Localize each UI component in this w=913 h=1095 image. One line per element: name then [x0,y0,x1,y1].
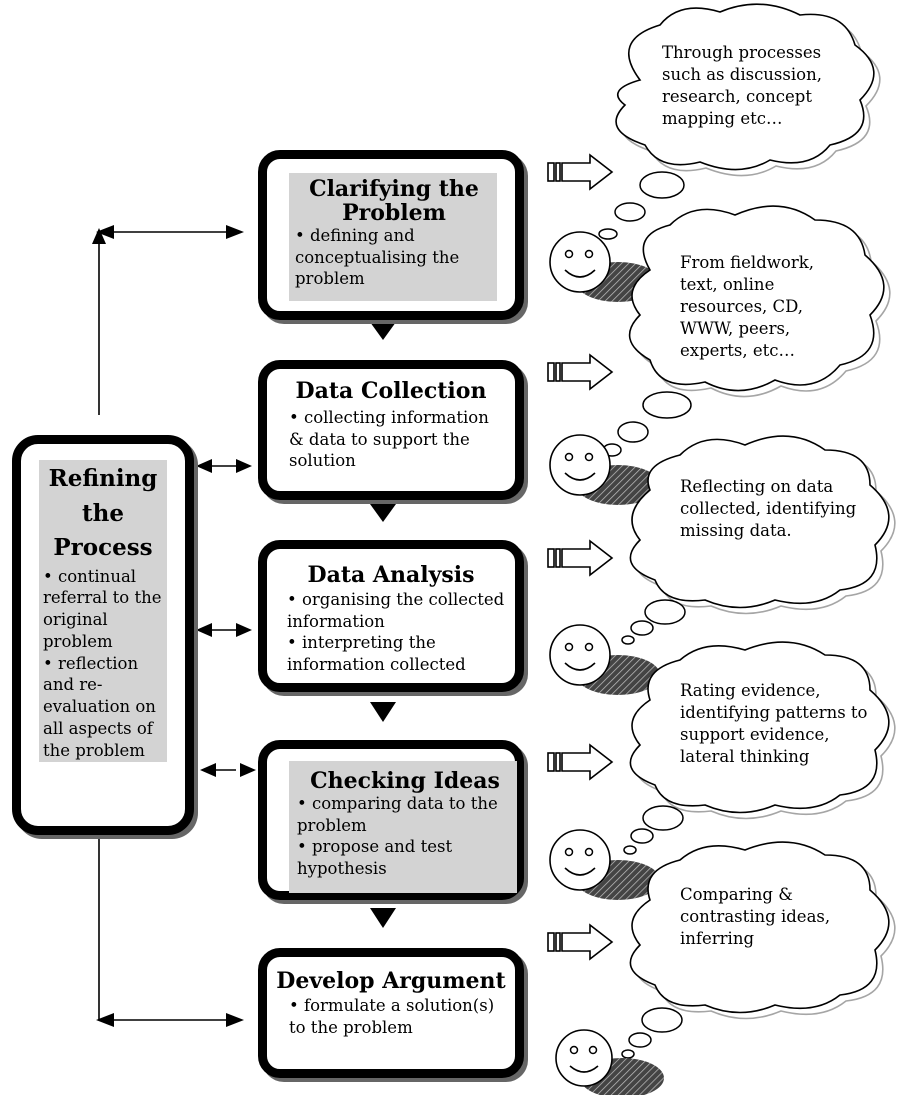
arrow-heads [92,225,256,1027]
stage-bullet: • formulate a solution(s) to the problem [289,996,495,1037]
stage-panel: Clarifying the Problem • defining and co… [289,173,497,301]
thought-text: Rating evidence, identifying patterns to… [680,681,868,767]
stage-bullet: • propose and test hypothesis [297,837,453,878]
stage-bullet: • defining and conceptualising the probl… [295,226,460,289]
refining-title-line1: Refining [48,465,158,492]
thought-cloud [621,841,896,1059]
stage-box-data-collection: Data Collection • collecting information… [258,360,524,500]
smiley-face-icon [549,434,660,505]
left-feedback-lines [98,231,236,1021]
stage-bullet: • organising the collected information [287,590,505,631]
stage-box-data-analysis: Data Analysis • organising the collected… [258,540,524,692]
stage-title: Develop Argument [276,968,506,994]
refining-title-line2: the [82,499,124,527]
stage-title: Clarifying the Problem [309,176,479,227]
stage-box-checking-ideas: Checking Ideas • comparing data to the p… [258,740,524,900]
smiley-face-icon [555,1029,664,1095]
stage-down-arrows [370,322,396,928]
refining-title-line3: Process [53,534,153,561]
thought-text: From fieldwork, text, online resources, … [680,253,814,361]
stage-bullet: • collecting information & data to suppo… [289,408,489,471]
stage-bullet: • comparing data to the problem [297,794,498,835]
refining-bullet: • continual referral to the original pro… [43,566,162,651]
stage-title: Checking Ideas [310,768,500,794]
smiley-face-icon [549,624,660,695]
thought-text: Reflecting on data collected, identifyin… [680,477,857,541]
stage-box-develop-argument: Develop Argument • formulate a solution(… [258,948,524,1078]
thought-cloud [623,641,896,855]
stage-title: Data Analysis [307,562,475,588]
thought-cloud [602,205,891,457]
stage-bullet: • interpreting the information collected [287,633,466,674]
refining-panel: Refining the Process • continual referra… [39,460,167,762]
block-arrows [547,153,614,961]
refining-bullet: • reflection and re-evaluation on all as… [43,653,156,760]
stage-panel: Checking Ideas • comparing data to the p… [289,761,517,893]
thought-text: Comparing & contrasting ideas, inferring [680,885,831,949]
stage-title: Data Collection [295,378,487,404]
stage-box-clarifying-problem: Clarifying the Problem • defining and co… [258,150,524,320]
thought-cloud [621,435,896,645]
thought-cloud [598,3,881,240]
smiley-face-icon [549,829,660,900]
thought-text: Through processes such as discussion, re… [662,43,822,129]
refining-process-box: Refining the Process • continual referra… [12,435,194,835]
